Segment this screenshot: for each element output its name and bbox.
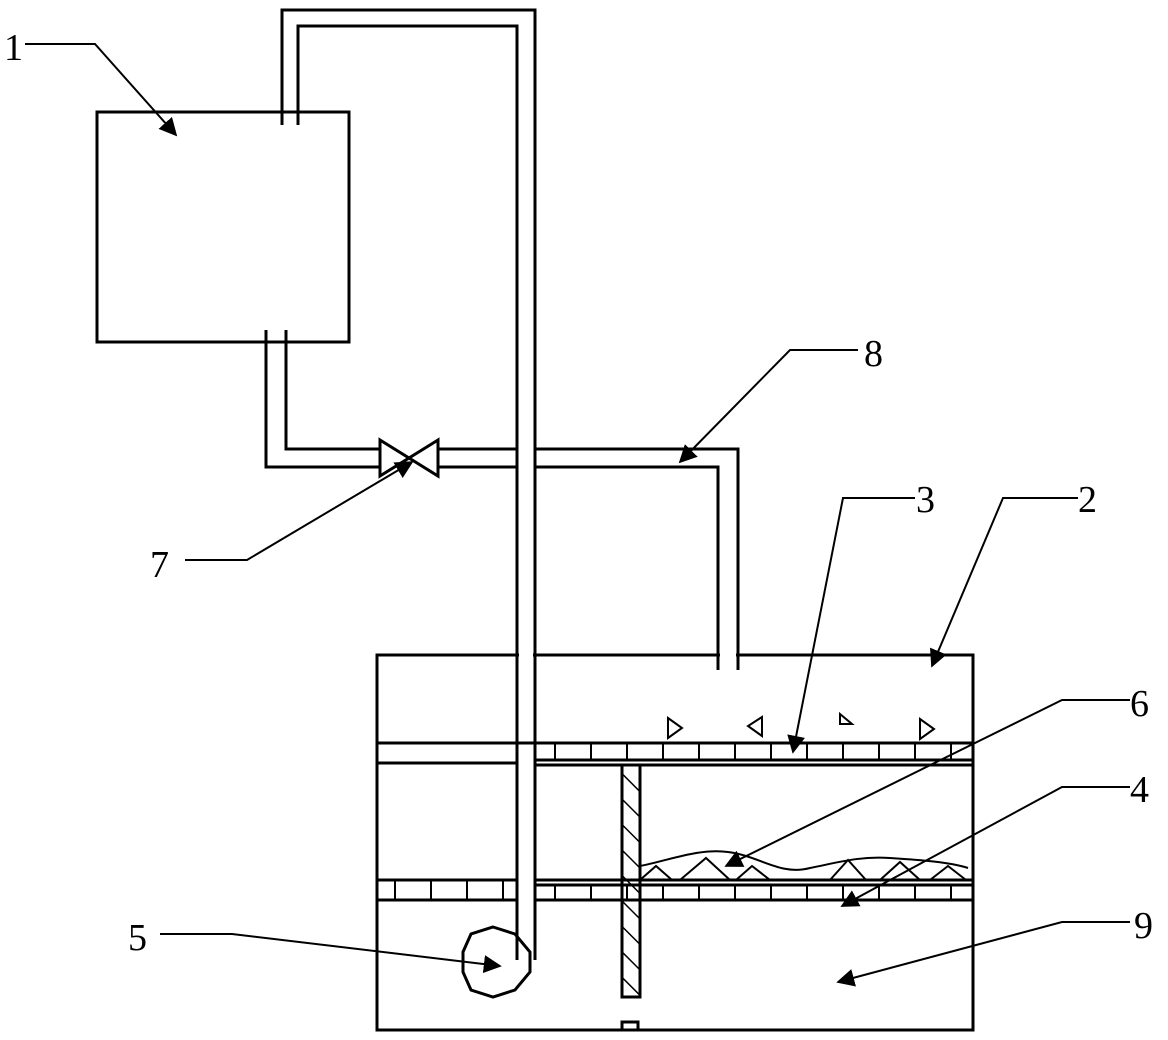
upper-perforated-plate <box>377 741 973 767</box>
label-4: 4 <box>1130 769 1149 811</box>
label-3: 3 <box>916 479 935 521</box>
feed-pipe <box>264 330 740 670</box>
label-9: 9 <box>1134 905 1153 947</box>
main-tank <box>375 653 975 1032</box>
riser-pipe <box>280 8 537 960</box>
upper-plate-particles <box>667 711 936 741</box>
valve <box>378 437 440 479</box>
label-6: 6 <box>1130 683 1149 725</box>
label-2: 2 <box>1078 479 1097 521</box>
label-7: 7 <box>150 544 169 586</box>
label-5: 5 <box>128 917 147 959</box>
lower-perforated-plate <box>377 878 973 902</box>
leader-lines <box>25 43 1130 987</box>
bottom-outlet <box>620 1020 640 1032</box>
upper-tank <box>95 110 351 344</box>
filter-media-bed <box>639 850 969 881</box>
label-1: 1 <box>4 27 23 69</box>
pump <box>461 925 532 999</box>
label-8: 8 <box>864 333 883 375</box>
